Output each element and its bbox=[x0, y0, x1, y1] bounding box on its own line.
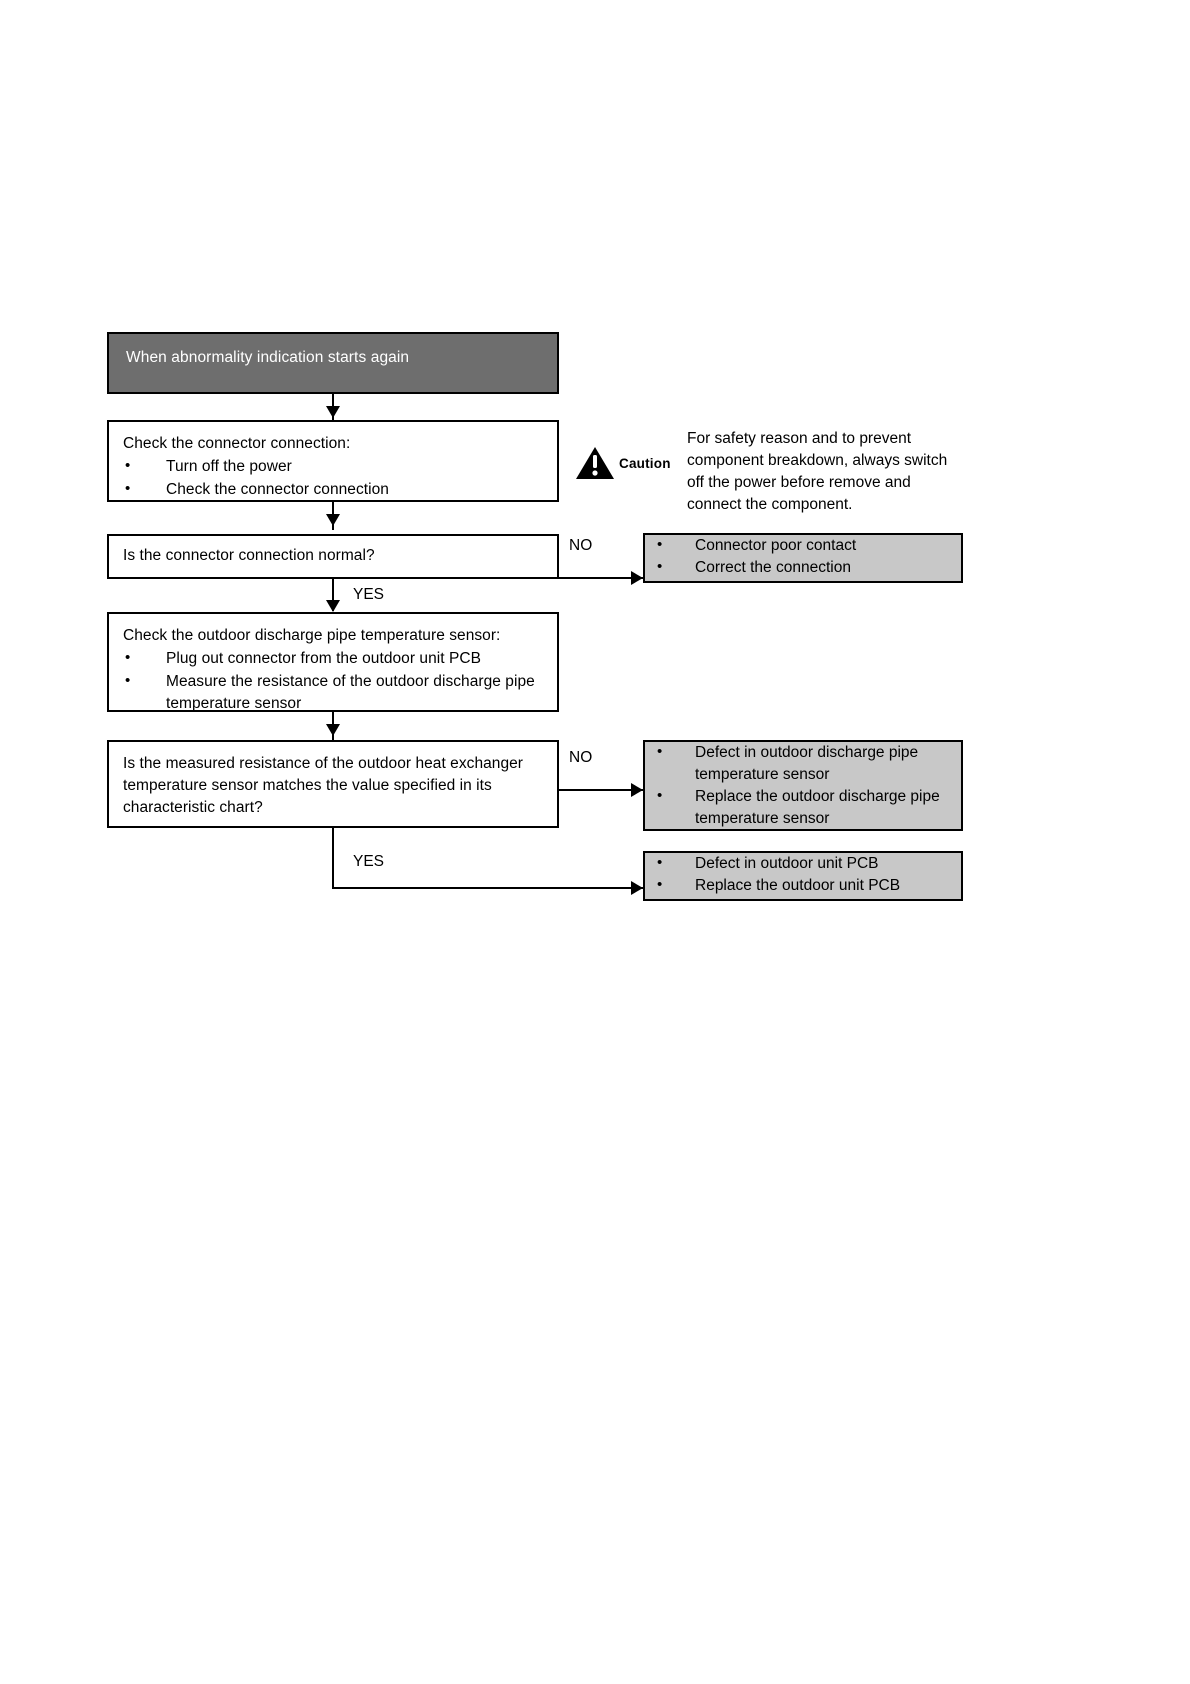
connector-decision2-yes-horizontal bbox=[332, 887, 643, 889]
list-item: Replace the outdoor discharge pipe tempe… bbox=[645, 785, 961, 830]
flow-node-decision-resistance: Is the measured resistance of the outdoo… bbox=[107, 740, 559, 828]
list-item: Plug out connector from the outdoor unit… bbox=[123, 647, 543, 670]
check-sensor-heading: Check the outdoor discharge pipe tempera… bbox=[123, 627, 501, 644]
edge-label-no-1: NO bbox=[569, 537, 593, 554]
edge-label-yes-2: YES bbox=[353, 853, 385, 870]
list-item: Connector poor contact bbox=[645, 534, 961, 557]
list-item: Defect in outdoor unit PCB bbox=[645, 852, 961, 875]
flow-node-decision-connector: Is the connector connection normal? bbox=[107, 534, 559, 579]
arrowhead-sensor-to-decision2 bbox=[326, 724, 340, 736]
start-node-label: When abnormality indication starts again bbox=[126, 349, 410, 366]
result-connector-fault-list: Connector poor contact Correct the conne… bbox=[645, 534, 961, 579]
arrowhead-check-to-decision1 bbox=[326, 514, 340, 526]
caution-note-text: For safety reason and to prevent compone… bbox=[687, 430, 948, 514]
flow-node-check-sensor: Check the outdoor discharge pipe tempera… bbox=[107, 612, 559, 712]
connector-decision2-yes-vertical bbox=[332, 828, 334, 889]
check-connector-bullets: Turn off the power Check the connector c… bbox=[123, 455, 543, 501]
flow-node-result-pcb-fault: Defect in outdoor unit PCB Replace the o… bbox=[643, 851, 963, 901]
edge-label-yes-1: YES bbox=[353, 586, 385, 603]
warning-triangle-icon bbox=[576, 447, 614, 479]
result-pcb-fault-list: Defect in outdoor unit PCB Replace the o… bbox=[645, 852, 961, 897]
list-item: Turn off the power bbox=[123, 455, 543, 478]
arrowhead-start-to-check bbox=[326, 406, 340, 418]
list-item: Measure the resistance of the outdoor di… bbox=[123, 670, 543, 715]
arrowhead-decision1-no bbox=[631, 571, 643, 585]
arrowhead-decision2-no bbox=[631, 783, 643, 797]
list-item: Correct the connection bbox=[645, 556, 961, 579]
check-connector-heading: Check the connector connection: bbox=[123, 435, 351, 452]
flow-node-check-connector: Check the connector connection: Turn off… bbox=[107, 420, 559, 502]
check-connector-body: Check the connector connection: Turn off… bbox=[109, 422, 557, 501]
list-item: Defect in outdoor discharge pipe tempera… bbox=[645, 741, 961, 786]
check-sensor-body: Check the outdoor discharge pipe tempera… bbox=[109, 614, 557, 715]
flow-node-result-connector-fault: Connector poor contact Correct the conne… bbox=[643, 533, 963, 583]
flow-node-start: When abnormality indication starts again bbox=[107, 332, 559, 394]
arrowhead-decision1-yes bbox=[326, 600, 340, 612]
arrowhead-decision2-yes bbox=[631, 881, 643, 895]
decision-connector-question: Is the connector connection normal? bbox=[123, 547, 375, 564]
connector-decision2-no bbox=[559, 789, 643, 791]
connector-decision1-yes bbox=[332, 579, 334, 611]
flow-node-result-sensor-fault: Defect in outdoor discharge pipe tempera… bbox=[643, 740, 963, 831]
caution-label: Caution bbox=[619, 455, 671, 471]
edge-label-no-2: NO bbox=[569, 749, 593, 766]
check-sensor-bullets: Plug out connector from the outdoor unit… bbox=[123, 647, 543, 715]
connector-decision1-no bbox=[559, 577, 643, 579]
list-item: Check the connector connection bbox=[123, 478, 543, 501]
list-item: Replace the outdoor unit PCB bbox=[645, 874, 961, 897]
decision-resistance-question: Is the measured resistance of the outdoo… bbox=[123, 755, 524, 816]
caution-icon-group: Caution bbox=[575, 446, 671, 480]
result-sensor-fault-list: Defect in outdoor discharge pipe tempera… bbox=[645, 741, 961, 830]
